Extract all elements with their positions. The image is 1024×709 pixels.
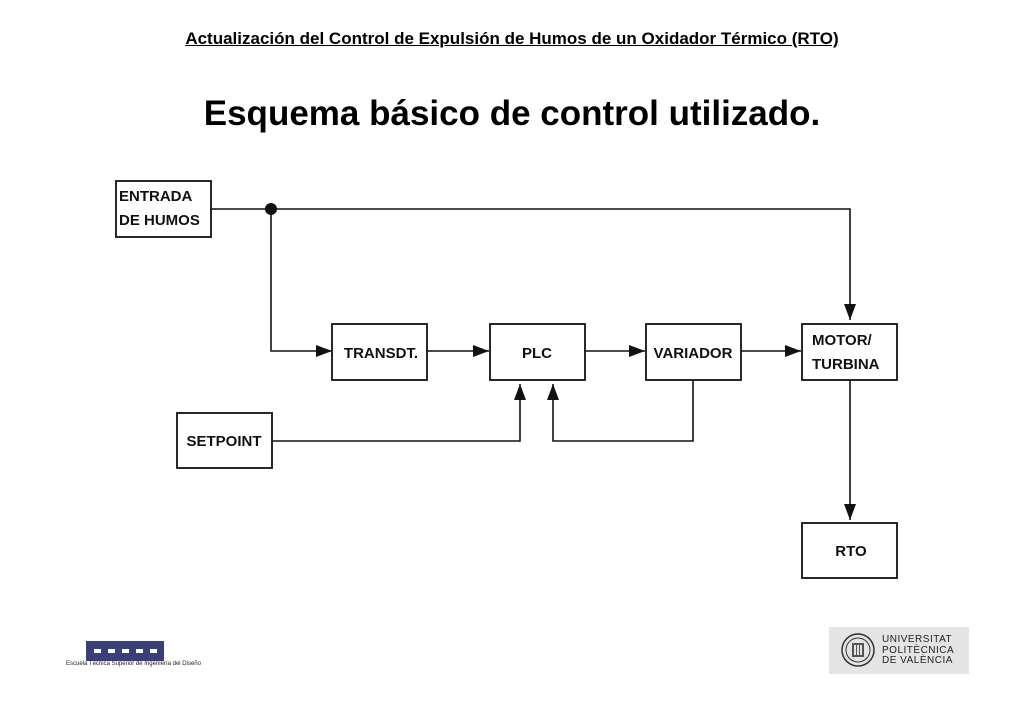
setpoint-label: SETPOINT [186,433,261,450]
university-seal-icon [841,633,875,667]
university-logo: UNIVERSITAT POLITÈCNICA DE VALÈNCIA [829,627,969,674]
rto-block [801,522,898,579]
page-title: Esquema básico de control utilizado. [203,94,821,133]
entrada-de-humos-block [115,180,212,238]
plc-block [489,323,586,381]
entrada-label-line1: ENTRADA [119,188,192,205]
school-logo-text: Escuela Técnica Superior de Ingeniería d… [66,661,201,667]
motor-label-line1: MOTOR/ [812,332,873,349]
line-setpoint-to-plc [272,384,526,442]
entrada-label-line2: DE HUMOS [119,212,200,229]
university-logo-line2: POLITÈCNICA [882,644,955,656]
variador-label: VARIADOR [654,345,733,362]
rto-label: RTO [835,543,867,560]
motor-turbina-block [801,323,898,381]
line-entrada-to-motor [210,208,856,320]
plc-label: PLC [522,345,552,362]
university-logo-text: UNIVERSITAT POLITÈCNICA DE VALÈNCIA [882,634,955,667]
line-variador-feedback-to-plc [547,380,694,442]
transdt-block [331,323,428,381]
motor-label-line2: TURBINA [812,356,880,373]
document-header: Actualización del Control de Expulsión d… [185,29,839,48]
school-logo: Escuela Técnica Superior de Ingeniería d… [66,641,201,671]
school-logo-graphic [86,641,164,661]
transdt-label: TRANSDT. [344,345,418,362]
variador-block [645,323,742,381]
university-logo-line3: DE VALÈNCIA [882,655,953,666]
line-junction-to-transdt [270,209,332,357]
university-logo-line1: UNIVERSITAT [882,634,953,645]
junction-dot [265,203,277,215]
setpoint-block [176,412,273,469]
